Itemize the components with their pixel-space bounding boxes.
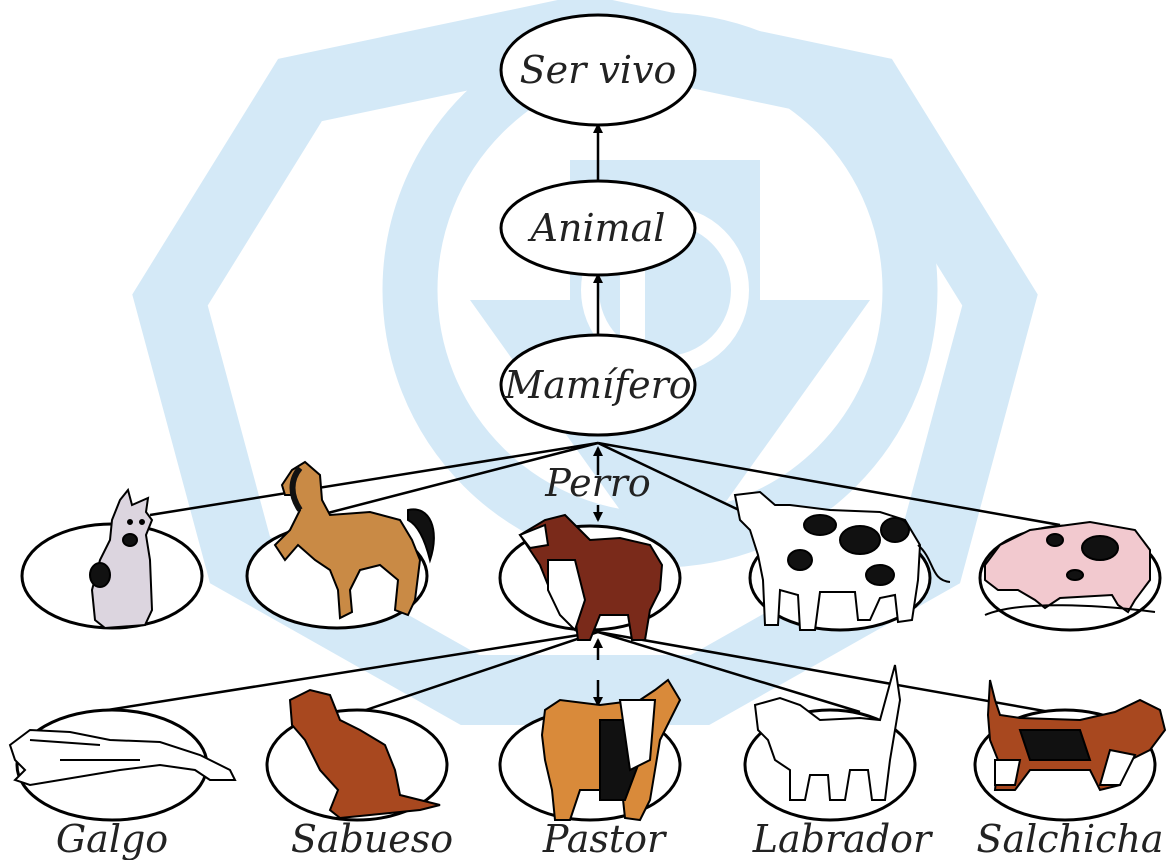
cat-image: [89, 487, 154, 630]
edge-to-horse: [319, 441, 599, 517]
label-pastor: Pastor: [542, 817, 668, 860]
edge-to-cow: [597, 441, 761, 522]
labrador-image: [753, 664, 902, 801]
label-salchicha: Salchicha: [976, 817, 1163, 860]
galgo-image: [8, 728, 237, 787]
node-label-ser-vivo: Ser vivo: [520, 48, 677, 92]
sabueso-image: [288, 688, 441, 820]
node-mamifero: Mamífero: [499, 333, 697, 437]
node-ser-vivo: Ser vivo: [499, 13, 697, 127]
breed-labels: Galgo Sabueso Pastor Labrador Salchicha: [56, 817, 1164, 860]
node-label-mamifero: Mamífero: [503, 363, 691, 407]
horse-image: [273, 460, 435, 620]
edge-to-galgo: [94, 630, 599, 714]
node-label-animal: Animal: [528, 206, 666, 250]
edge-to-cat: [149, 441, 599, 517]
label-sabueso: Sabueso: [291, 817, 453, 860]
collie-image: [518, 513, 664, 641]
edge-to-sabueso: [359, 630, 599, 714]
edge-to-pig: [597, 441, 1061, 527]
edges-breeds: [94, 630, 1051, 714]
cow-image: [733, 490, 951, 631]
perro-label: Perro: [544, 461, 651, 505]
edges-level3: [149, 441, 1061, 527]
edge-to-labrador: [597, 630, 861, 714]
label-labrador: Labrador: [752, 817, 934, 860]
node-animal: Animal: [499, 179, 697, 277]
pig-image: [984, 520, 1156, 616]
label-galgo: Galgo: [56, 817, 168, 860]
edge-to-salchicha: [597, 630, 1051, 714]
pastor-image: [540, 678, 682, 822]
salchicha-image: [986, 679, 1167, 792]
